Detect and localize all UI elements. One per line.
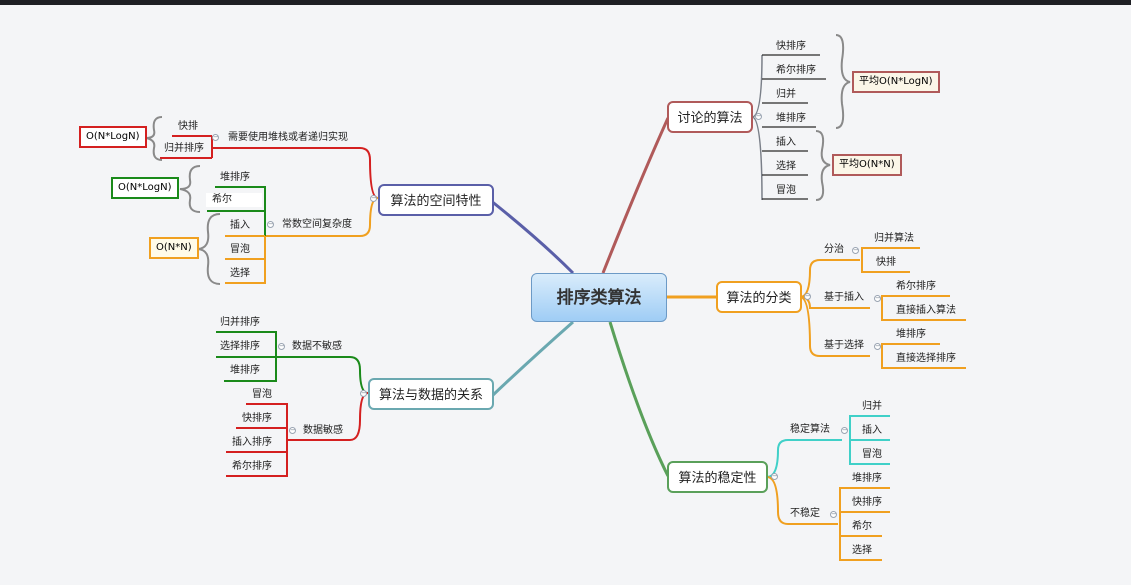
collapse-stable-icon[interactable]: − <box>841 426 848 434</box>
central-topic[interactable]: 排序类算法 <box>531 273 667 322</box>
space-constant-green-leaves <box>207 186 266 236</box>
data-insensitive-item[interactable]: 选择排序 <box>220 341 260 352</box>
data-insensitive-label[interactable]: 数据不敏感 <box>292 341 342 352</box>
collapse-data-sensitive-icon[interactable]: − <box>289 426 296 434</box>
stable-item[interactable]: 插入 <box>862 425 882 436</box>
space-constant-item[interactable]: 冒泡 <box>230 244 250 255</box>
collapse-data-icon[interactable]: − <box>360 389 367 397</box>
space-constant-nn[interactable]: O(N*N) <box>149 237 199 259</box>
collapse-space-recursive-icon[interactable]: − <box>212 133 219 141</box>
edge-central-space <box>489 198 575 275</box>
space-constant-item[interactable]: 堆排序 <box>220 172 250 183</box>
collapse-class-1-icon[interactable]: − <box>874 294 881 302</box>
edge-space-recursive <box>212 147 379 199</box>
unstable-item[interactable]: 堆排序 <box>852 473 882 484</box>
unstable-leaves <box>839 487 890 561</box>
discussed-item[interactable]: 选择 <box>776 161 796 172</box>
topic-classification[interactable]: 算法的分类 <box>716 281 802 313</box>
brace-discussed-nlogn <box>835 34 851 129</box>
discussed-avg-nn[interactable]: 平均O(N*N) <box>832 154 902 176</box>
topic-stability[interactable]: 算法的稳定性 <box>667 461 768 493</box>
collapse-discussed-icon[interactable]: − <box>755 112 762 120</box>
stable-item[interactable]: 冒泡 <box>862 449 882 460</box>
discussed-item[interactable]: 插入 <box>776 137 796 148</box>
classification-item[interactable]: 归并算法 <box>874 233 914 244</box>
classification-group[interactable]: 基于插入 <box>824 292 864 303</box>
unstable-item[interactable]: 快排序 <box>852 497 882 508</box>
classification-item[interactable]: 直接选择排序 <box>896 353 956 364</box>
topic-space[interactable]: 算法的空间特性 <box>378 184 494 216</box>
data-sensitive-item[interactable]: 希尔排序 <box>232 461 272 472</box>
data-sensitive-label[interactable]: 数据敏感 <box>303 425 343 436</box>
data-sensitive-item[interactable]: 快排序 <box>242 413 272 424</box>
classification-item[interactable]: 希尔排序 <box>896 281 936 292</box>
data-sensitive-item[interactable]: 插入排序 <box>232 437 272 448</box>
topic-data-relation[interactable]: 算法与数据的关系 <box>368 378 494 410</box>
edge-central-data <box>491 320 574 397</box>
edge-discussed-leaves <box>751 54 763 201</box>
discussed-item[interactable]: 归并 <box>776 89 796 100</box>
classification-item[interactable]: 堆排序 <box>896 329 926 340</box>
space-constant-nlogn[interactable]: O(N*LogN) <box>111 177 179 199</box>
brace-space-nn <box>197 213 221 285</box>
data-insensitive-item[interactable]: 归并排序 <box>220 317 260 328</box>
collapse-space-icon[interactable]: − <box>370 194 377 202</box>
unstable-item[interactable]: 选择 <box>852 545 872 556</box>
edge-data-insensitive <box>276 356 369 394</box>
discussed-item[interactable]: 堆排序 <box>776 113 806 124</box>
classification-group[interactable]: 分治 <box>824 244 844 255</box>
collapse-data-insensitive-icon[interactable]: − <box>278 342 285 350</box>
classification-item[interactable]: 快排 <box>876 257 896 268</box>
edge-stability-stable <box>766 439 842 478</box>
classification-group[interactable]: 基于选择 <box>824 340 864 351</box>
classification-item[interactable]: 直接插入算法 <box>896 305 956 316</box>
data-insensitive-item[interactable]: 堆排序 <box>230 365 260 376</box>
data-sensitive-leaves <box>226 403 288 477</box>
collapse-stability-icon[interactable]: − <box>771 472 778 480</box>
collapse-class-0-icon[interactable]: − <box>852 246 859 254</box>
space-recursive-item[interactable]: 快排 <box>178 121 198 132</box>
discussed-avg-nlogn[interactable]: 平均O(N*LogN) <box>852 71 940 93</box>
collapse-class-2-icon[interactable]: − <box>874 342 881 350</box>
unstable-item[interactable]: 希尔 <box>852 521 872 532</box>
brace-space-nlogn <box>179 165 201 213</box>
discussed-item[interactable]: 希尔排序 <box>776 65 816 76</box>
space-constant-item[interactable]: 插入 <box>230 220 250 231</box>
data-insensitive-leaves <box>216 331 277 382</box>
window-top-bar <box>0 0 1131 5</box>
brace-discussed-nn <box>815 130 831 201</box>
edge-central-stability <box>608 321 670 477</box>
data-sensitive-item[interactable]: 冒泡 <box>252 389 272 400</box>
stable-leaves <box>849 415 890 465</box>
space-recursive-item[interactable]: 归并排序 <box>164 143 204 154</box>
discussed-item[interactable]: 冒泡 <box>776 185 796 196</box>
space-constant-item[interactable]: 希尔 <box>206 193 262 207</box>
space-constant-label[interactable]: 常数空间复杂度 <box>282 219 352 230</box>
topic-discussed[interactable]: 讨论的算法 <box>667 101 753 133</box>
stability-unstable-label[interactable]: 不稳定 <box>790 508 820 519</box>
space-constant-item[interactable]: 选择 <box>230 268 250 279</box>
space-recursive-label[interactable]: 需要使用堆栈或者递归实现 <box>228 132 348 143</box>
discussed-underlines <box>762 54 826 200</box>
discussed-item[interactable]: 快排序 <box>776 41 806 52</box>
space-recursive-leaves <box>160 135 213 159</box>
collapse-classification-icon[interactable]: − <box>804 292 811 300</box>
stable-item[interactable]: 归并 <box>862 401 882 412</box>
stability-stable-label[interactable]: 稳定算法 <box>790 424 830 435</box>
collapse-space-constant-icon[interactable]: − <box>267 220 274 228</box>
space-recursive-complexity[interactable]: O(N*LogN) <box>79 126 147 148</box>
collapse-unstable-icon[interactable]: − <box>830 510 837 518</box>
edge-central-discussed <box>601 117 670 274</box>
edge-stability-unstable <box>766 476 838 525</box>
space-constant-orange-leaves <box>225 235 266 284</box>
